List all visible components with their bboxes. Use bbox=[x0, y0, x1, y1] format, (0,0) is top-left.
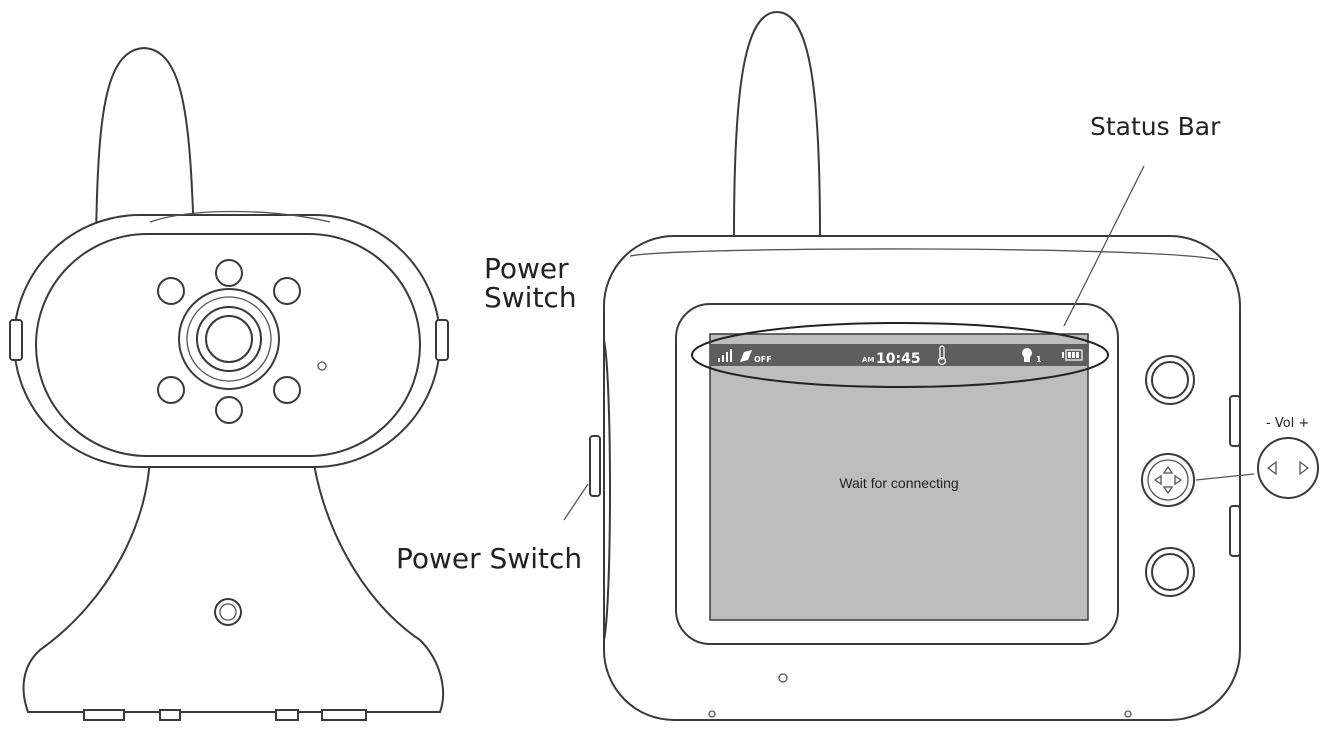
monitor-antenna bbox=[732, 10, 822, 237]
monitor-bottom-button bbox=[1145, 547, 1195, 597]
status-time: 10:45 bbox=[876, 351, 921, 367]
monitor-screen-bezel bbox=[675, 303, 1119, 645]
monitor-power-switch bbox=[589, 435, 601, 497]
monitor-foot-right bbox=[1124, 710, 1132, 718]
thermometer-icon bbox=[937, 345, 947, 366]
status-bar-highlight bbox=[691, 322, 1109, 388]
monitor-bottom-button-inner bbox=[1151, 553, 1189, 591]
status-bar-leader bbox=[1063, 165, 1145, 327]
monitor-side-button-bottom bbox=[1229, 505, 1241, 557]
status-camera-number: 1 bbox=[1036, 355, 1042, 364]
camera-led-icon bbox=[273, 277, 301, 305]
vox-icon bbox=[740, 350, 752, 362]
camera-foot-1 bbox=[83, 709, 125, 721]
status-bar bbox=[710, 344, 1088, 366]
camera-icon bbox=[1022, 348, 1032, 362]
camera-foot-2 bbox=[159, 709, 181, 721]
battery-icon bbox=[1062, 349, 1083, 361]
vol-callout-line bbox=[1195, 473, 1255, 481]
camera-side-knob-right bbox=[435, 319, 449, 361]
label-power-switch-bottom: Power Switch bbox=[396, 542, 583, 575]
label-power-switch-top-1: Power bbox=[484, 252, 569, 285]
camera-head-outer bbox=[13, 214, 441, 468]
label-vol: - Vol + bbox=[1266, 416, 1310, 431]
monitor-foot-left bbox=[708, 710, 716, 718]
monitor-mic bbox=[778, 673, 788, 683]
monitor-unit: OFF AM 10:45 1 Wait for connecting bbox=[563, 10, 1319, 721]
signal-icon bbox=[718, 349, 732, 362]
power-switch-leader bbox=[563, 483, 589, 521]
camera-foot-4 bbox=[321, 709, 367, 721]
camera-led-icon bbox=[157, 376, 185, 404]
monitor-side-button-top bbox=[1229, 395, 1241, 447]
camera-led-icon bbox=[215, 396, 243, 424]
vol-control-magnified bbox=[1257, 437, 1319, 499]
camera-mic bbox=[317, 361, 327, 371]
label-power-switch-top-2: Switch bbox=[484, 281, 577, 314]
monitor-screen bbox=[709, 333, 1089, 621]
screen-message: Wait for connecting bbox=[839, 475, 958, 491]
camera-unit bbox=[9, 46, 449, 721]
camera-led-icon bbox=[157, 277, 185, 305]
camera-pair-button bbox=[214, 598, 242, 626]
camera-stand bbox=[22, 449, 444, 713]
label-status-bar: Status Bar bbox=[1090, 112, 1221, 141]
camera-led-icon bbox=[215, 259, 243, 287]
camera-side-knob-left bbox=[9, 319, 23, 361]
camera-head-face bbox=[35, 233, 421, 457]
camera-led-icon bbox=[273, 376, 301, 404]
monitor-top-button bbox=[1145, 355, 1195, 405]
camera-top-ridge bbox=[149, 210, 331, 223]
camera-pair-button-inner bbox=[219, 603, 237, 621]
dpad-icon bbox=[1141, 453, 1195, 507]
monitor-top-edge bbox=[629, 248, 1219, 261]
status-vox-text: OFF bbox=[754, 355, 772, 364]
monitor-top-button-inner bbox=[1151, 361, 1189, 399]
status-time-prefix: AM bbox=[862, 356, 874, 364]
camera-foot-3 bbox=[275, 709, 299, 721]
monitor-left-edge bbox=[603, 339, 611, 641]
camera-antenna bbox=[94, 46, 196, 239]
lens-icon bbox=[178, 288, 280, 390]
